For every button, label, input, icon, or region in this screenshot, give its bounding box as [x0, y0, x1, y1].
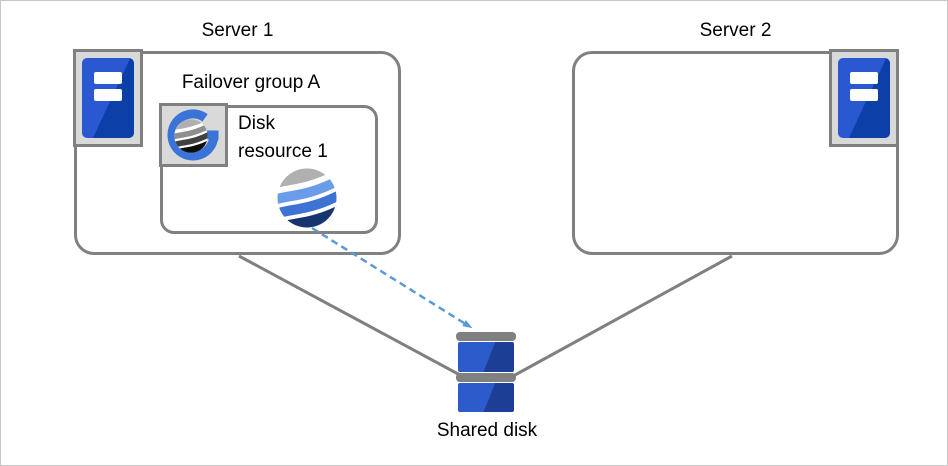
shared-disk-icon — [456, 373, 516, 382]
failover-group-label: Failover group A — [181, 72, 321, 93]
group-g-glyph — [167, 109, 219, 161]
server-drive-bay — [850, 72, 878, 84]
failover-group-icon — [159, 103, 228, 167]
disk-resource-label: Disk resource 1 — [238, 113, 328, 162]
shared-disk-icon — [456, 332, 516, 341]
server-drive-bay — [850, 89, 878, 101]
server-drive-bay — [94, 89, 122, 101]
server-chassis — [838, 58, 890, 138]
shared-disk-icon — [458, 383, 514, 412]
server-icon — [829, 49, 899, 147]
server1-disk-cable-line — [238, 254, 461, 377]
server1-label: Server 1 — [201, 20, 274, 41]
shared-disk-label: Shared disk — [436, 420, 538, 441]
server-drive-bay — [94, 72, 122, 84]
server2-disk-cable-line — [514, 254, 733, 377]
shared-disk-icon — [458, 342, 514, 372]
server-chassis — [82, 58, 134, 138]
server2-label: Server 2 — [699, 20, 772, 41]
server-icon — [73, 49, 143, 147]
disk-resource-sphere-icon — [277, 168, 337, 228]
